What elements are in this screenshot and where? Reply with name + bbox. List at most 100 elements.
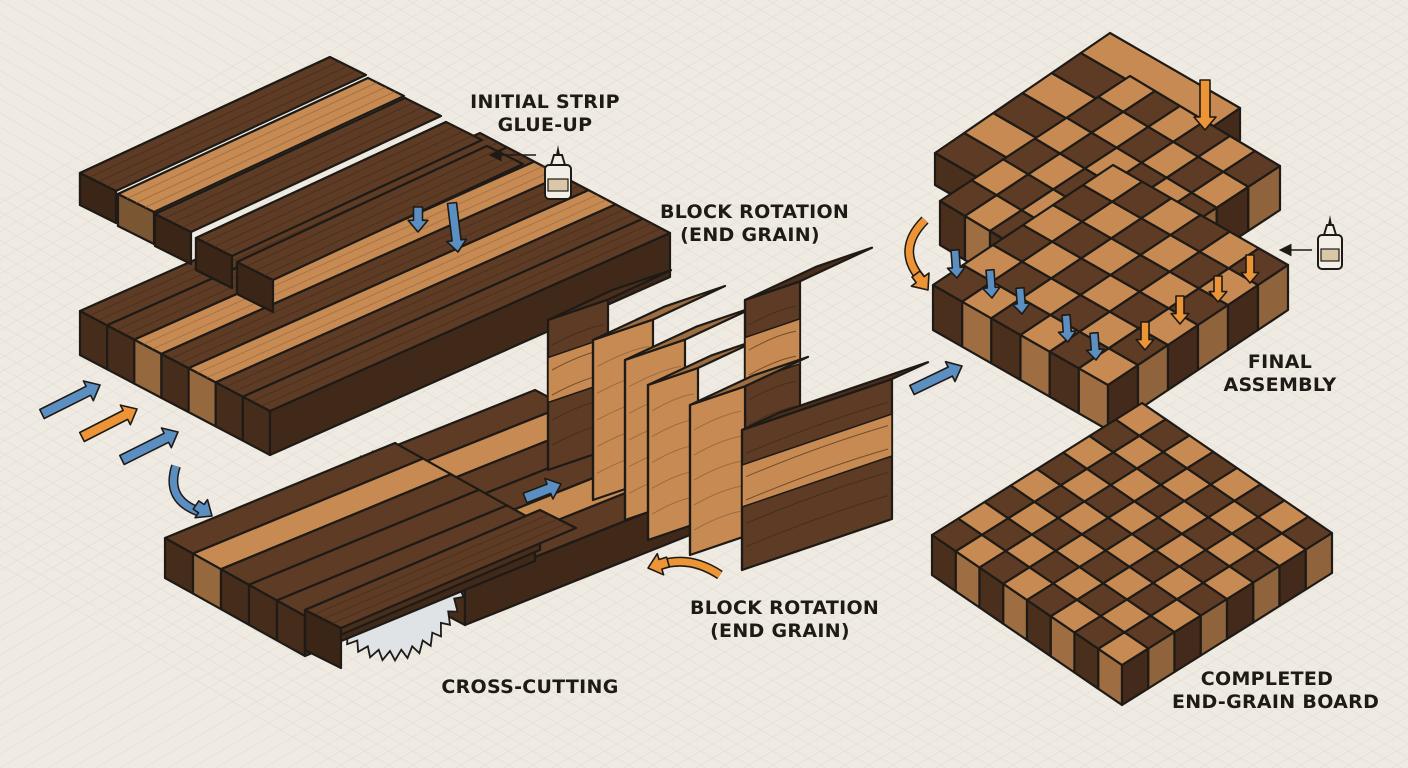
cut-off-strip (303, 508, 578, 670)
arrow-icon (522, 477, 562, 504)
grid-line (1055, 0, 1408, 208)
grid-line (0, 0, 778, 458)
grid-line (311, 122, 1408, 768)
wood-grain-line (144, 91, 396, 208)
grid-line (1127, 0, 1408, 166)
grid-line (1079, 0, 1408, 194)
wood-grain-line (181, 111, 433, 228)
grid-line (0, 0, 682, 402)
grid-line (287, 108, 1408, 768)
wood-grain-line (206, 199, 607, 379)
grid-line (0, 0, 754, 444)
grid-line (671, 334, 1408, 768)
grid-line (0, 0, 1186, 698)
rotated-block (743, 246, 874, 452)
board-top-cell (1280, 515, 1334, 551)
wood-grain-line (245, 150, 497, 267)
wood-grain-line (213, 130, 465, 248)
glue-up-strip (194, 120, 484, 290)
glue-bottle-icon (544, 145, 572, 200)
wood-grain-line (224, 208, 625, 388)
arrow-icon (647, 552, 671, 576)
arrow-icon (1170, 295, 1190, 325)
label-cross-cutting: CROSS-CUTTING (441, 676, 619, 698)
grid-line (1103, 588, 1408, 768)
block-front-face (688, 385, 747, 557)
wood-grain-line (331, 523, 568, 624)
wood-grain-line (222, 135, 474, 252)
grid-line (1175, 0, 1408, 137)
flow-arrows (38, 79, 1260, 580)
wood-grain-line (204, 126, 456, 243)
grid-line (767, 391, 1408, 768)
grid-line (0, 0, 1138, 670)
grid-line (551, 264, 1408, 768)
completed-board-illustration (930, 401, 1334, 707)
wood-grain-line (170, 180, 571, 360)
grid-line (527, 249, 1408, 768)
arrow-icon (119, 427, 179, 466)
arrow-icon (1057, 313, 1077, 343)
arrow-icon (910, 270, 930, 291)
grid-line (1175, 631, 1408, 768)
arrow-icon (981, 268, 1001, 299)
wood-grain-line (143, 165, 544, 345)
grid-line (1103, 0, 1408, 180)
arrow-icon (946, 248, 966, 279)
wood-grain-line (126, 82, 378, 199)
glue-up-strip (78, 55, 368, 225)
block-top-face (743, 246, 874, 302)
initial-strip-glue-up-illustration (78, 55, 672, 457)
wood-grain-line (163, 102, 415, 219)
arrow-icon (78, 404, 138, 443)
grid-line (1391, 0, 1408, 10)
arrow-icon (1193, 79, 1217, 131)
block-top-face (546, 269, 673, 322)
grid-line (0, 0, 706, 416)
grid-line (623, 306, 1408, 768)
arrow-icon (1135, 321, 1155, 351)
grid-line (0, 493, 466, 768)
grid-line (1151, 617, 1408, 768)
grid-line (743, 377, 1408, 768)
grid-line (695, 348, 1408, 768)
grid-line (335, 137, 1408, 768)
wood-grain-line (254, 154, 506, 272)
grid-line (1151, 0, 1408, 151)
wood-grain-line (313, 514, 550, 615)
grid-line (0, 0, 1114, 656)
grid-line (575, 278, 1408, 768)
glue-up-strip (116, 76, 406, 246)
wood-grain-line (260, 227, 662, 407)
wood-grain-line (88, 61, 340, 178)
grid-line (1055, 560, 1408, 768)
checker-top-cell (1222, 149, 1282, 188)
grid-line (1127, 602, 1408, 768)
grid-line (0, 0, 730, 430)
wood-grain-line (135, 86, 387, 204)
grid-line (0, 0, 370, 218)
glue-bottle-icon (1317, 215, 1343, 270)
grid-line (719, 362, 1408, 768)
grid-line (1391, 758, 1408, 768)
wood-grain-line (179, 184, 580, 364)
grid-line (0, 0, 1162, 684)
wood-grain-line (251, 223, 653, 402)
rotated-block (740, 361, 930, 572)
grid-line (0, 507, 442, 768)
cross-cutting-illustration (163, 388, 717, 670)
grid-line (1031, 0, 1408, 222)
arrow-icon (908, 360, 963, 396)
grid-line (0, 0, 346, 204)
block-top-face (740, 361, 930, 432)
arrow-icon (1208, 275, 1228, 303)
glue-up-strip (235, 144, 525, 314)
arrow-icon (192, 498, 213, 519)
label-block-rotation-bottom: BLOCK ROTATION(END GRAIN) (690, 597, 880, 642)
wood-grain-line (322, 518, 559, 620)
arrow-icon (445, 201, 468, 253)
rotated-block (688, 355, 810, 557)
